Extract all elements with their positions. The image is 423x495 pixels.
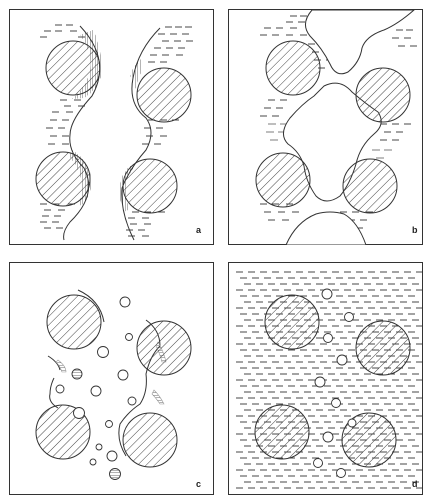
soil-grain	[36, 152, 90, 206]
soil-grain	[356, 321, 410, 375]
panel-c-label: c	[196, 479, 201, 489]
soil-grain	[343, 159, 397, 213]
soil-grain	[256, 153, 310, 207]
soil-grain	[123, 159, 177, 213]
soil-grain	[356, 68, 410, 122]
soil-grain	[137, 68, 191, 122]
soil-grain	[266, 41, 320, 95]
panel-c: c	[10, 263, 214, 495]
panel-a-frame	[10, 10, 214, 245]
panel-b-label: b	[412, 225, 418, 235]
soil-grain	[265, 295, 319, 349]
soil-grain	[46, 41, 100, 95]
fine-particle-striped	[72, 369, 82, 379]
panel-d: d	[229, 263, 423, 495]
fine-particle-striped	[110, 469, 121, 480]
soil-grain	[47, 295, 101, 349]
soil-grain	[255, 405, 309, 459]
panel-d-label: d	[412, 479, 418, 489]
soil-grain	[137, 321, 191, 375]
soil-grain	[123, 413, 177, 467]
panel-a: a	[10, 10, 214, 245]
panel-b: b	[229, 10, 423, 246]
